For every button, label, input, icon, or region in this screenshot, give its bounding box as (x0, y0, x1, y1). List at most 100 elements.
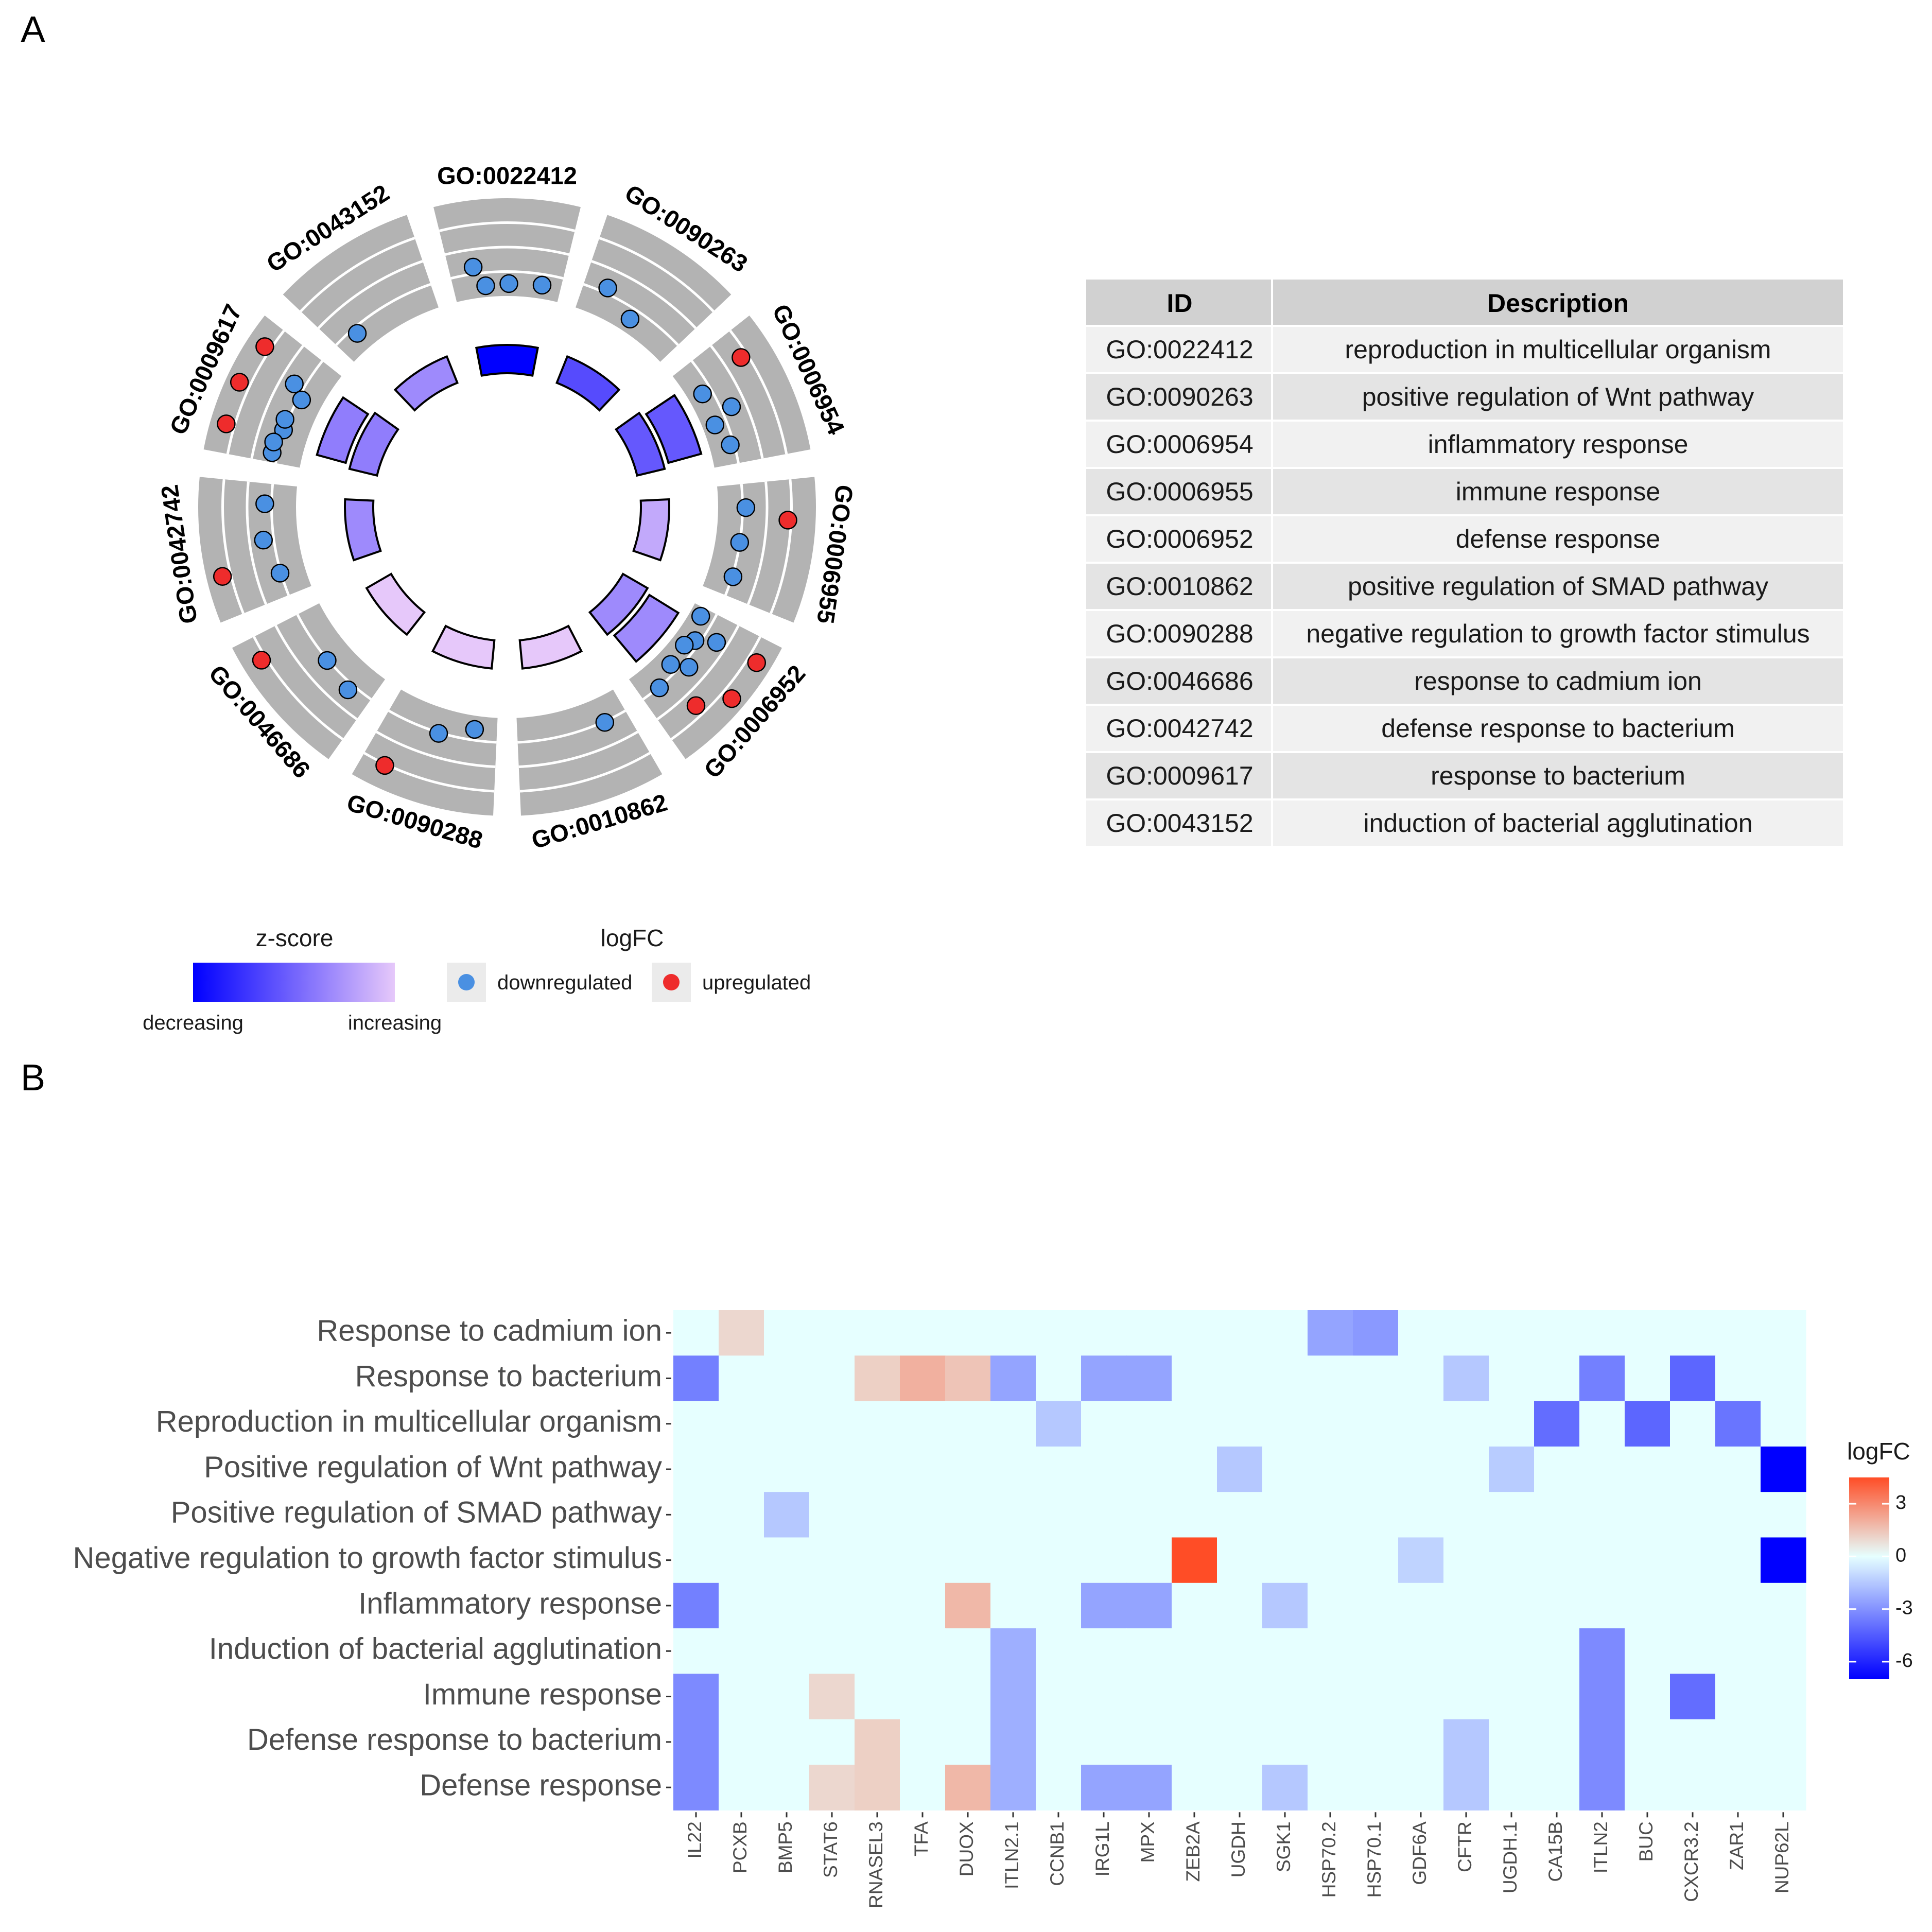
gene-point-down (650, 678, 669, 698)
logfc-track (232, 603, 386, 759)
heatmap-cell (900, 1765, 946, 1811)
row-label: Negative regulation to growth factor sti… (73, 1541, 662, 1575)
heatmap-cell (1217, 1674, 1263, 1720)
heatmap-cell (673, 1446, 719, 1492)
heatmap-cell (673, 1765, 719, 1811)
gene-point-up (778, 511, 797, 530)
heatmap-cell (1534, 1401, 1580, 1447)
gene-point-down (736, 498, 756, 517)
heatmap-cell (719, 1401, 764, 1447)
table-header-cell (1086, 280, 1271, 325)
col-label: RNASEL3 (865, 1821, 886, 1908)
heatmap-cell (1081, 1582, 1127, 1629)
zscore-ring-segment (518, 624, 583, 670)
heatmap-cell (673, 1628, 719, 1674)
heatmap-cell (990, 1537, 1036, 1583)
logfc-track (703, 477, 816, 623)
heatmap-cell (1579, 1355, 1625, 1402)
colorbar-title: logFC (1847, 1438, 1910, 1465)
heatmap-cell (1217, 1401, 1263, 1447)
heatmap-cell (764, 1492, 810, 1538)
heatmap-cell (990, 1719, 1036, 1765)
table-cell-description: reproduction in multicellular organism (1345, 335, 1771, 364)
heatmap-cell (1489, 1537, 1535, 1583)
heatmap-cell (1036, 1355, 1082, 1402)
table-cell-id: GO:0090288 (1106, 619, 1253, 648)
heatmap-cell (1579, 1628, 1625, 1674)
zscore-ring-segment (614, 411, 666, 477)
heatmap-cell (719, 1674, 764, 1720)
heatmap-cell (1172, 1537, 1217, 1583)
heatmap-cell (1670, 1582, 1716, 1629)
table-cell-description: response to bacterium (1431, 761, 1685, 790)
heatmap-cell (1715, 1310, 1761, 1356)
heatmap-cell (1489, 1719, 1535, 1765)
heatmap-cell (855, 1446, 900, 1492)
logfc-gridline (317, 259, 423, 329)
table-cell-description: response to cadmium ion (1414, 667, 1702, 695)
colorbar-tick-label: -3 (1895, 1597, 1913, 1619)
heatmap-cell (1217, 1492, 1263, 1538)
gene-point-down (429, 724, 448, 743)
heatmap-cell (1489, 1628, 1535, 1674)
heatmap-cell (1715, 1401, 1761, 1447)
col-label: IRG1L (1092, 1821, 1113, 1876)
heatmap-cell (1489, 1492, 1535, 1538)
gene-point-up (722, 689, 741, 708)
heatmap-cell (855, 1628, 900, 1674)
heatmap-cell (990, 1446, 1036, 1492)
table-cell-bg (1086, 564, 1271, 609)
gene-point-down (532, 275, 552, 295)
heatmap-cell (1761, 1537, 1806, 1583)
heatmap-cell (1353, 1492, 1399, 1538)
heatmap-cell (1489, 1674, 1535, 1720)
zscore-ring-segment (344, 498, 382, 562)
heatmap-cell (1398, 1719, 1444, 1765)
heatmap-cell (900, 1674, 946, 1720)
heatmap-cell (1081, 1628, 1127, 1674)
heatmap-cell (855, 1582, 900, 1629)
colorbar-tick-label: 0 (1895, 1544, 1906, 1566)
heatmap-cell (764, 1401, 810, 1447)
heatmap-cell (900, 1401, 946, 1447)
heatmap-cell (945, 1537, 991, 1583)
gene-point-down (465, 720, 484, 739)
row-label: Response to bacterium (355, 1360, 662, 1393)
heatmap-cell (900, 1446, 946, 1492)
table-cell-bg (1273, 327, 1843, 372)
table-cell-bg (1273, 658, 1843, 704)
col-label: HSP70.1 (1364, 1821, 1385, 1898)
heatmap-cell (1715, 1674, 1761, 1720)
table-cell-id: GO:0090263 (1106, 382, 1253, 411)
heatmap-cell (1715, 1628, 1761, 1674)
heatmap-cell (1126, 1310, 1172, 1356)
heatmap-cell (1081, 1719, 1127, 1765)
heatmap-cell (1443, 1582, 1489, 1629)
logfc-gridline (335, 283, 431, 346)
table-cell-description: defense response to bacterium (1381, 714, 1735, 743)
heatmap-cell (945, 1674, 991, 1720)
heatmap-cell (1534, 1628, 1580, 1674)
heatmap-cell (945, 1719, 991, 1765)
heatmap-cell (1036, 1628, 1082, 1674)
heatmap-cell (719, 1765, 764, 1811)
heatmap-cell (1262, 1355, 1308, 1402)
heatmap-cell (809, 1401, 855, 1447)
heatmap-cell (1353, 1674, 1399, 1720)
heatmap-cell (1262, 1719, 1308, 1765)
heatmap-cell (1081, 1674, 1127, 1720)
heatmap-cell (1081, 1446, 1127, 1492)
row-label: Positive regulation of SMAD pathway (171, 1496, 662, 1529)
heatmap-cell (719, 1446, 764, 1492)
col-label: ZAR1 (1726, 1821, 1747, 1870)
heatmap-cell (1217, 1582, 1263, 1629)
zscore-low-label: decreasing (143, 1012, 243, 1034)
heatmap-cell (1398, 1401, 1444, 1447)
heatmap-cell (1217, 1446, 1263, 1492)
heatmap-cell (1534, 1674, 1580, 1720)
heatmap-cell (1670, 1719, 1716, 1765)
heatmap-cell (1761, 1628, 1806, 1674)
logfc-gridline (729, 329, 788, 455)
